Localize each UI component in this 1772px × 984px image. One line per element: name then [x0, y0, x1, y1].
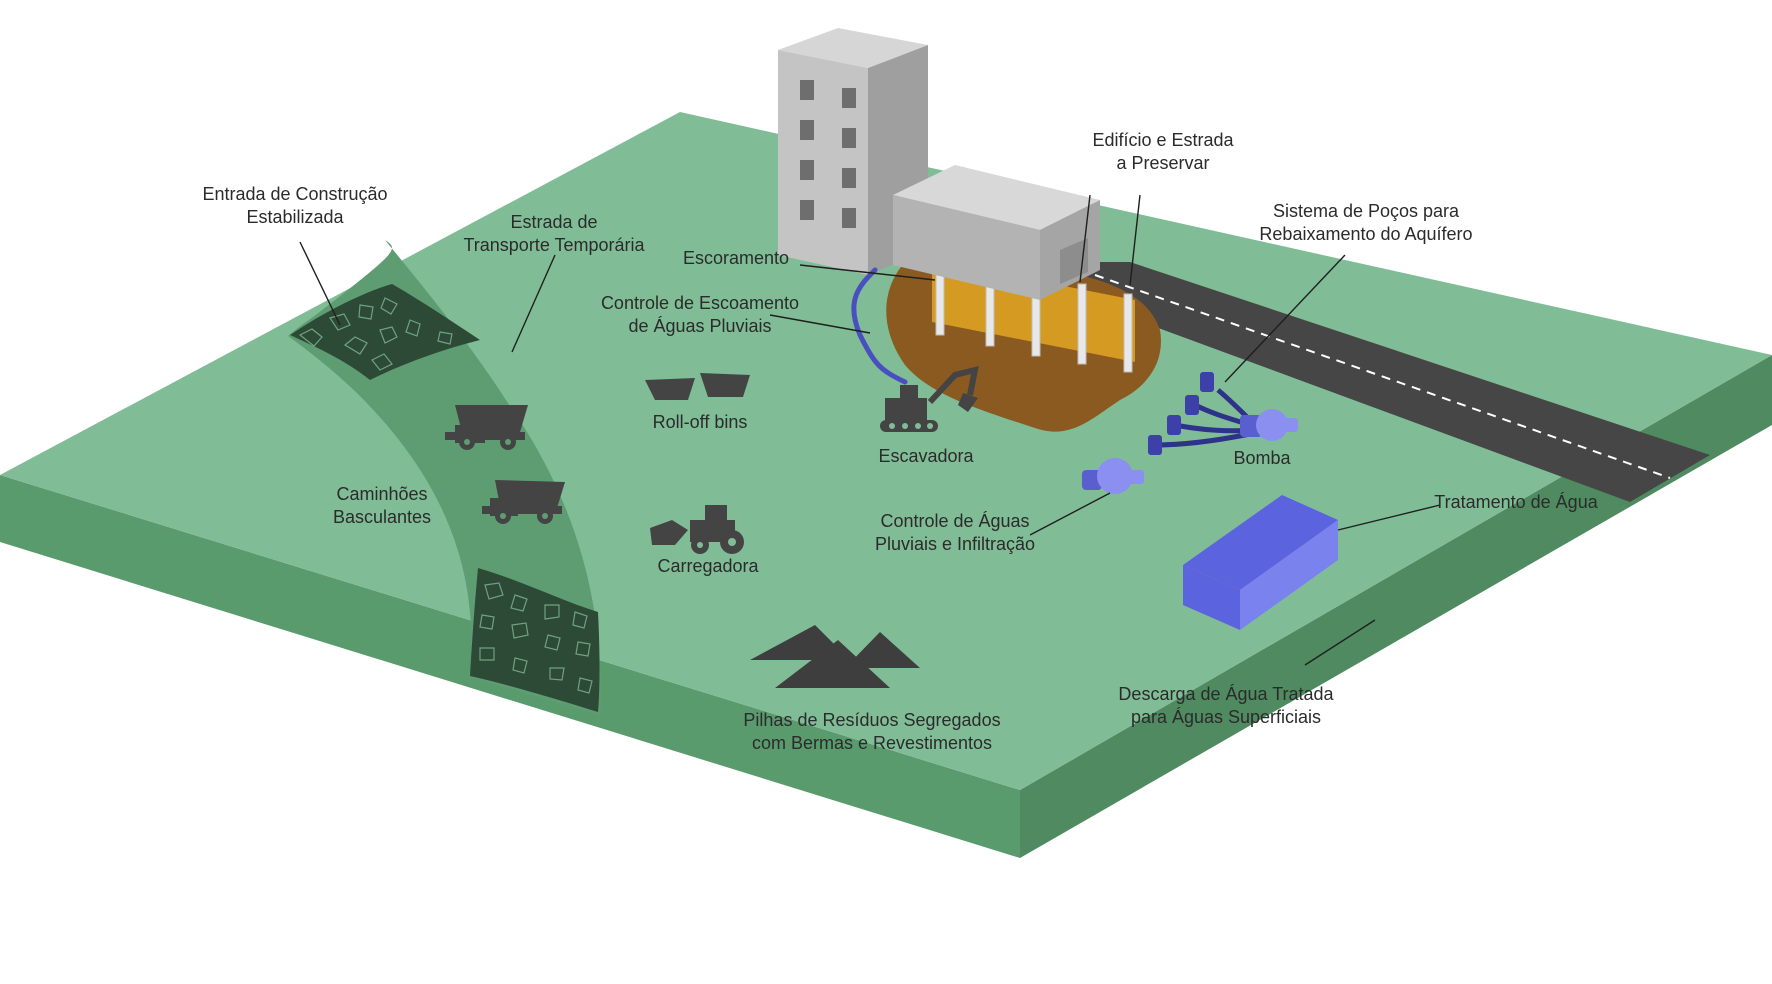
- label-preserve: Edifício e Estrada a Preservar: [1092, 129, 1233, 175]
- stormwater-hose: [851, 267, 908, 385]
- road-surface: [1050, 262, 1710, 502]
- label-temporary-road-line2: Transporte Temporária: [463, 235, 645, 255]
- label-stormwater-infiltration-line1: Controle de Águas: [880, 511, 1030, 531]
- leader-lines: [299, 194, 1441, 666]
- label-dump-trucks: Caminhões Basculantes: [333, 483, 431, 529]
- excavator-icon: [880, 365, 979, 432]
- gravel-patch-bottom: [470, 568, 600, 712]
- label-excavator: Escavadora: [878, 445, 973, 468]
- label-dewatering-line2: Rebaixamento do Aquífero: [1259, 224, 1473, 244]
- label-pump-line1: Bomba: [1233, 448, 1291, 468]
- road-center-line: [1094, 274, 1671, 479]
- label-stormwater-runoff-line2: de Águas Pluviais: [628, 316, 772, 336]
- dump-truck-icon-2: [482, 480, 565, 524]
- label-water-treatment: Tratamento de Água: [1434, 491, 1597, 514]
- roll-off-bin-icon: [645, 373, 750, 400]
- label-water-treatment-line1: Tratamento de Água: [1434, 492, 1598, 512]
- label-roll-off: Roll-off bins: [653, 411, 748, 434]
- label-waste-piles-line1: Pilhas de Resíduos Segregados: [743, 710, 1001, 730]
- label-loader: Carregadora: [657, 555, 758, 578]
- label-dewatering: Sistema de Poços para Rebaixamento do Aq…: [1259, 200, 1472, 246]
- tall-building: [778, 28, 928, 275]
- gravel-patch-top: [290, 284, 480, 380]
- label-stabilized-entrance-line2: Estabilizada: [246, 207, 344, 227]
- label-discharge: Descarga de Água Tratada para Águas Supe…: [1118, 683, 1333, 729]
- label-waste-piles: Pilhas de Resíduos Segregados com Bermas…: [743, 709, 1000, 755]
- label-temporary-road-line1: Estrada de: [510, 212, 598, 232]
- label-stormwater-runoff-line1: Controle de Escoamento: [600, 293, 800, 313]
- label-stormwater-infiltration: Controle de Águas Pluviais e Infiltração: [875, 510, 1035, 556]
- ground-top: [0, 112, 1772, 790]
- label-pump: Bomba: [1233, 447, 1290, 470]
- preserved-building: [893, 165, 1100, 300]
- label-stormwater-runoff: Controle de Escoamento de Águas Pluviais: [601, 292, 799, 338]
- water-treatment-tank: [1183, 495, 1338, 630]
- label-stormwater-infiltration-line2: Pluviais e Infiltração: [874, 534, 1036, 554]
- label-dump-trucks-line1: Caminhões: [336, 484, 428, 504]
- label-preserve-line1: Edifício e Estrada: [1092, 130, 1234, 150]
- label-temporary-road: Estrada de Transporte Temporária: [463, 211, 644, 257]
- label-preserve-line2: a Preservar: [1116, 153, 1210, 173]
- label-dump-trucks-line2: Basculantes: [332, 507, 432, 527]
- dump-truck-icon: [445, 405, 528, 450]
- label-stabilized-entrance-line1: Entrada de Construção: [202, 184, 388, 204]
- waste-pile-icon: [750, 625, 920, 688]
- label-waste-piles-line2: com Bermas e Revestimentos: [751, 733, 993, 753]
- shoring-piles: [935, 254, 1133, 373]
- label-loader-line1: Carregadora: [657, 556, 759, 576]
- preserved-road: [1050, 262, 1710, 502]
- loader-icon: [650, 505, 744, 554]
- pump-icon: [1240, 409, 1298, 441]
- label-shoring: Escoramento: [683, 247, 789, 270]
- label-roll-off-line1: Roll-off bins: [652, 412, 748, 432]
- label-discharge-line2: para Águas Superficiais: [1130, 707, 1322, 727]
- label-stabilized-entrance: Entrada de Construção Estabilizada: [202, 183, 387, 229]
- label-dewatering-line1: Sistema de Poços para: [1272, 201, 1460, 221]
- infiltration-unit: [1082, 458, 1144, 494]
- gravel-entrance: [290, 284, 600, 712]
- dewatering-wells: [1148, 372, 1298, 455]
- label-shoring-line1: Escoramento: [682, 248, 790, 268]
- label-excavator-line1: Escavadora: [878, 446, 974, 466]
- label-discharge-line1: Descarga de Água Tratada: [1118, 684, 1334, 704]
